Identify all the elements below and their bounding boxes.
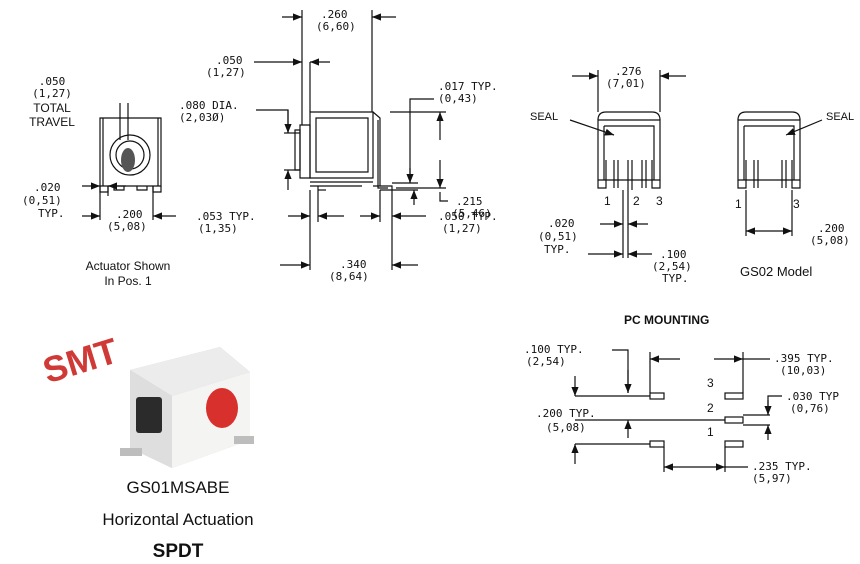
lead-width-dimension: .020 xyxy=(548,217,575,230)
actuator-end-view xyxy=(99,117,162,193)
pad-label-3: 3 xyxy=(707,376,714,390)
actuator-caption-line2: In Pos. 1 xyxy=(104,274,152,288)
actuation-type: Horizontal Actuation xyxy=(102,510,254,529)
seal-label: SEAL xyxy=(530,111,559,123)
pad-label-1: 1 xyxy=(707,425,714,439)
height-dimension: .215 xyxy=(456,195,483,208)
pad-label-2: 2 xyxy=(707,401,714,415)
actuator-pitch-dimension-mm: (5,08) xyxy=(107,220,147,233)
side-view-body xyxy=(294,111,393,191)
offset-dimension: .050 xyxy=(216,54,243,67)
actuator-pitch-dimension: .200 xyxy=(116,208,143,221)
gs02-dimensions xyxy=(745,119,823,236)
overall-width-dimension: .260 xyxy=(321,8,348,21)
gap-dimension-mm: (5,97) xyxy=(752,472,792,485)
diameter-dimension-mm: (2,03Ø) xyxy=(179,111,226,124)
span-dimension: .395 TYP. xyxy=(774,352,834,365)
gs02-caption: GS02 Model xyxy=(740,264,813,279)
side-view-dimensions xyxy=(254,10,448,270)
foot-dimension-mm: (1,27) xyxy=(442,222,482,235)
travel-label-total: TOTAL xyxy=(33,101,71,115)
front-pin-1: 1 xyxy=(604,194,611,208)
actuator-dimensions xyxy=(82,103,176,220)
front-pin-3: 3 xyxy=(656,194,663,208)
model-number: GS01MSABE xyxy=(126,478,230,497)
gs02-view-body xyxy=(737,111,801,189)
lead-offset-dimension: .053 TYP. xyxy=(196,210,256,223)
front-pin-2: 2 xyxy=(633,194,640,208)
lead-offset-dimension-mm: (1,35) xyxy=(198,222,238,235)
actuator-width-dimension: .020 xyxy=(34,181,61,194)
actuator-width-dimension-mm: (0,51) xyxy=(22,194,62,207)
foot-dimension: .050 TYP. xyxy=(438,210,498,223)
row-pitch-dimension: .200 TYP. xyxy=(536,407,596,420)
lead-pitch-dimension: .100 xyxy=(660,248,687,261)
length-dimension-mm: (8,64) xyxy=(329,270,369,283)
gs02-pitch-dimension-mm: (5,08) xyxy=(810,234,850,247)
thickness-dimension: .017 TYP. xyxy=(438,80,498,93)
pc-mounting-dimensions xyxy=(571,349,782,472)
gs02-pitch-dimension: .200 xyxy=(818,222,845,235)
pad-pitch-dimension: .100 TYP. xyxy=(524,343,584,356)
pad-width-dimension: .030 TYP xyxy=(786,390,839,403)
length-dimension: .340 xyxy=(340,258,367,271)
lead-width-typ: TYP. xyxy=(544,243,571,256)
travel-dimension-mm: (1,27) xyxy=(32,87,72,100)
actuator-caption-line1: Actuator Shown xyxy=(85,259,171,273)
switch-type: SPDT xyxy=(152,541,204,562)
offset-dimension-mm: (1,27) xyxy=(206,66,246,79)
pc-mounting-title: PC MOUNTING xyxy=(624,313,710,327)
gs02-seal-label: SEAL xyxy=(826,111,855,123)
front-view-dimensions xyxy=(569,70,686,258)
thickness-dimension-mm: (0,43) xyxy=(438,92,478,105)
diameter-dimension: .080 DIA. xyxy=(179,99,239,112)
pad-pitch-dimension-mm: (2,54) xyxy=(526,355,566,368)
front-width-dimension-mm: (7,01) xyxy=(606,77,646,90)
gap-dimension: .235 TYP. xyxy=(752,460,812,473)
gs02-pin-1: 1 xyxy=(735,197,742,211)
product-photo xyxy=(120,347,254,468)
travel-dimension: .050 xyxy=(38,75,66,88)
lead-pitch-dimension-mm: (2,54) xyxy=(652,260,692,273)
span-dimension-mm: (10,03) xyxy=(780,364,827,377)
lead-pitch-typ: TYP. xyxy=(662,272,689,285)
overall-width-dimension-mm: (6,60) xyxy=(316,20,356,33)
travel-label-travel: TRAVEL xyxy=(29,115,75,129)
front-width-dimension: .276 xyxy=(615,65,642,78)
actuator-width-typ: TYP. xyxy=(38,207,65,220)
gs02-pin-3: 3 xyxy=(793,197,800,211)
height-dimension-mm: (5,46) xyxy=(452,207,492,220)
lead-width-dimension-mm: (0,51) xyxy=(538,230,578,243)
pad-width-dimension-mm: (0,76) xyxy=(790,402,830,415)
row-pitch-dimension-mm: (5,08) xyxy=(546,421,586,434)
front-view-body xyxy=(597,111,661,190)
